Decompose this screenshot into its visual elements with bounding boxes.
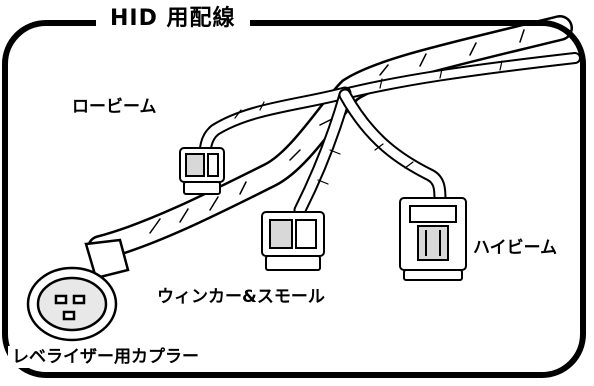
label-low-beam: ロービーム xyxy=(72,97,157,117)
label-high-beam: ハイビーム xyxy=(473,238,558,258)
leveler-coupler-icon xyxy=(26,238,130,342)
label-leveler-coupler: レベライザー用カプラー xyxy=(8,346,203,368)
diagram-title: HID 用配線 xyxy=(96,4,250,34)
diagram-frame xyxy=(2,20,586,378)
label-turn-small: ウィンカー&スモール xyxy=(157,287,325,307)
turn-small-connector-icon xyxy=(261,211,325,271)
high-beam-connector-icon xyxy=(399,197,467,281)
low-beam-connector-icon xyxy=(179,147,225,195)
